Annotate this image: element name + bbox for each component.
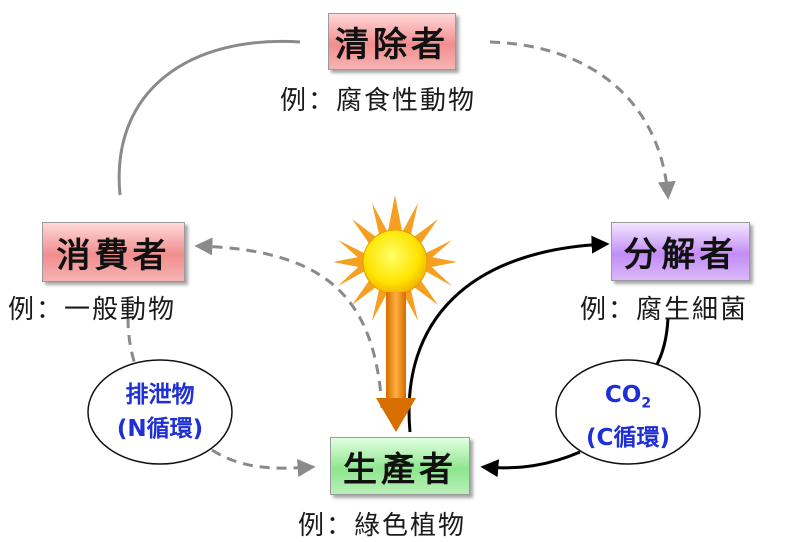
producer-example: 例：綠色植物	[298, 511, 467, 541]
producer-label: 生產者	[343, 449, 457, 490]
consumer-example: 例：一般動物	[8, 295, 177, 325]
co2-to-producer-arrow	[480, 450, 581, 478]
co2-text: CO	[604, 382, 642, 408]
producer-to-decomposer-arrow	[407, 235, 610, 433]
scavenger-label: 清除者	[335, 25, 449, 65]
consumer-label: 消費者	[56, 235, 171, 276]
scavenger-example: 例：腐食性動物	[280, 86, 477, 116]
consumer-to-scavenger-line	[117, 39, 301, 196]
carbon-cycle-text: CO2 (C循環)	[553, 378, 703, 455]
producer-box: 生產者	[330, 437, 470, 495]
nitrogen-cycle-line1: 排泄物	[125, 382, 195, 408]
consumer-box: 消費者	[42, 222, 185, 282]
carbon-cycle-oval	[555, 359, 701, 465]
decomposer-label: 分解者	[623, 235, 738, 275]
nitrogen-cycle-line2: (N循環)	[116, 416, 204, 442]
decomposer-example: 例：腐生細菌	[580, 295, 749, 325]
nitrogen-cycle-text: 排泄物 (N循環)	[85, 378, 235, 446]
excretion-to-producer-arrow	[211, 448, 316, 478]
sun-icon	[333, 195, 457, 330]
decomposer-box: 分解者	[611, 222, 750, 281]
scavenger-box: 清除者	[328, 13, 456, 70]
carbon-cycle-line2: (C循環)	[586, 424, 670, 451]
co2-subscript: 2	[641, 395, 652, 412]
producer-to-consumer-arrow	[194, 237, 384, 409]
scavenger-to-decomposer-arrow	[489, 40, 676, 200]
carbon-cycle-line1: CO2	[553, 378, 703, 421]
nitrogen-cycle-oval	[87, 359, 233, 465]
energy-arrow	[376, 292, 416, 432]
consumer-excretion-line	[126, 317, 138, 369]
